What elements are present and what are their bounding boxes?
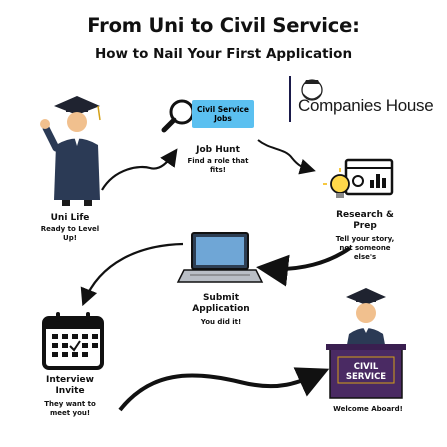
arrow-interview-to-welcome bbox=[118, 367, 330, 412]
research-prep-caption: Tell your story, not someone else's bbox=[335, 235, 395, 261]
uni-life-caption: Ready to Level Up! bbox=[40, 225, 100, 242]
interview-invite-label: Interview Invite bbox=[46, 375, 94, 396]
interview-invite-caption: They want to meet you! bbox=[44, 400, 96, 417]
graduate-podium-icon bbox=[326, 288, 406, 399]
welcome-caption: Welcome Aboard! bbox=[333, 405, 403, 413]
graduate-icon bbox=[40, 96, 101, 206]
laptop-icon bbox=[176, 232, 264, 283]
submit-application-caption: You did it! bbox=[200, 318, 242, 326]
submit-application-label: Submit Application bbox=[192, 293, 250, 314]
calendar-icon bbox=[42, 312, 104, 370]
research-prep-label: Research & Prep bbox=[336, 210, 394, 231]
magnifier-icon bbox=[161, 99, 195, 133]
page-title: From Uni to Civil Service: bbox=[87, 14, 360, 37]
civil-service-jobs-badge-bg bbox=[192, 100, 254, 128]
companies-house-logo-text: Companies House bbox=[298, 96, 434, 115]
podium-sign: CIVIL SERVICE bbox=[345, 362, 387, 382]
arrow-uni-to-jobhunt bbox=[101, 148, 178, 191]
job-hunt-label: Job Hunt bbox=[196, 145, 240, 155]
arrow-research-to-submit bbox=[256, 246, 352, 287]
lightbulb-chart-icon bbox=[323, 158, 394, 198]
royal-crest-icon bbox=[289, 76, 323, 122]
arrow-submit-to-interview bbox=[80, 242, 184, 307]
job-hunt-caption: Find a role that fits! bbox=[187, 157, 249, 174]
civil-service-jobs-badge: Civil Service Jobs bbox=[197, 105, 249, 123]
page-subtitle: How to Nail Your First Application bbox=[94, 46, 353, 62]
uni-life-label: Uni Life bbox=[50, 213, 90, 223]
arrow-jobhunt-to-research bbox=[257, 139, 316, 175]
